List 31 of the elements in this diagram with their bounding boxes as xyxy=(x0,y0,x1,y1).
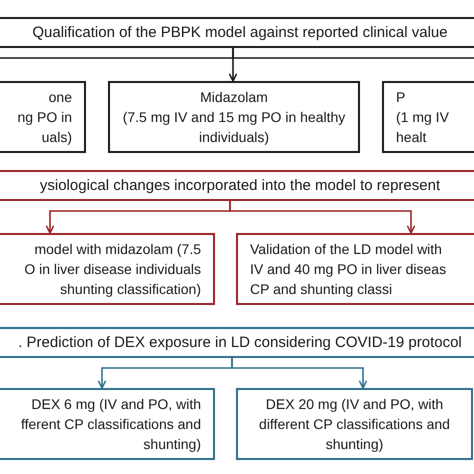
box-text: model with midazolam (7.5 xyxy=(34,240,201,259)
box-text: CP and shunting classi xyxy=(250,280,392,299)
connector-arrow xyxy=(231,358,368,389)
box-text: O in liver disease individuals xyxy=(24,260,201,279)
process-box xyxy=(108,81,360,153)
stage-title: ysiological changes incorporated into the model to represent xyxy=(40,176,440,195)
box-text: DEX 20 mg (IV and PO, with different CP classifications and shunting) xyxy=(258,395,451,454)
stage-title: Qualification of the PBPK model against reported clinical value xyxy=(32,23,448,42)
box-text: P xyxy=(396,88,406,107)
process-box xyxy=(236,388,473,460)
process-box xyxy=(0,388,215,460)
box-text: DEX 6 mg (IV and PO, with xyxy=(31,395,201,414)
box-text: uals) xyxy=(42,128,72,147)
process-box xyxy=(0,233,215,305)
box-text: (7.5 mg IV and 15 mg PO in healthy individuals) xyxy=(122,108,346,147)
stage-band xyxy=(0,327,474,358)
process-box xyxy=(236,233,474,305)
box-text: IV and 40 mg PO in liver diseas xyxy=(250,260,446,279)
stage-title: . Prediction of DEX exposure in LD considering COVID-19 protocol xyxy=(18,333,462,352)
box-text: healt xyxy=(396,128,426,147)
box-text: shunting classification) xyxy=(60,280,201,299)
box-text: shunting) xyxy=(143,435,201,454)
connector-arrow xyxy=(229,201,416,234)
box-text: fferent CP classifications and xyxy=(20,415,201,434)
stage-band xyxy=(0,17,474,48)
stage-band xyxy=(0,170,474,201)
box-text: one xyxy=(48,88,72,107)
box-text: Validation of the LD model with xyxy=(250,240,442,259)
box-text: (1 mg IV xyxy=(396,108,449,127)
box-text: Midazolam xyxy=(200,88,268,107)
box-text: ng PO in xyxy=(18,108,72,127)
